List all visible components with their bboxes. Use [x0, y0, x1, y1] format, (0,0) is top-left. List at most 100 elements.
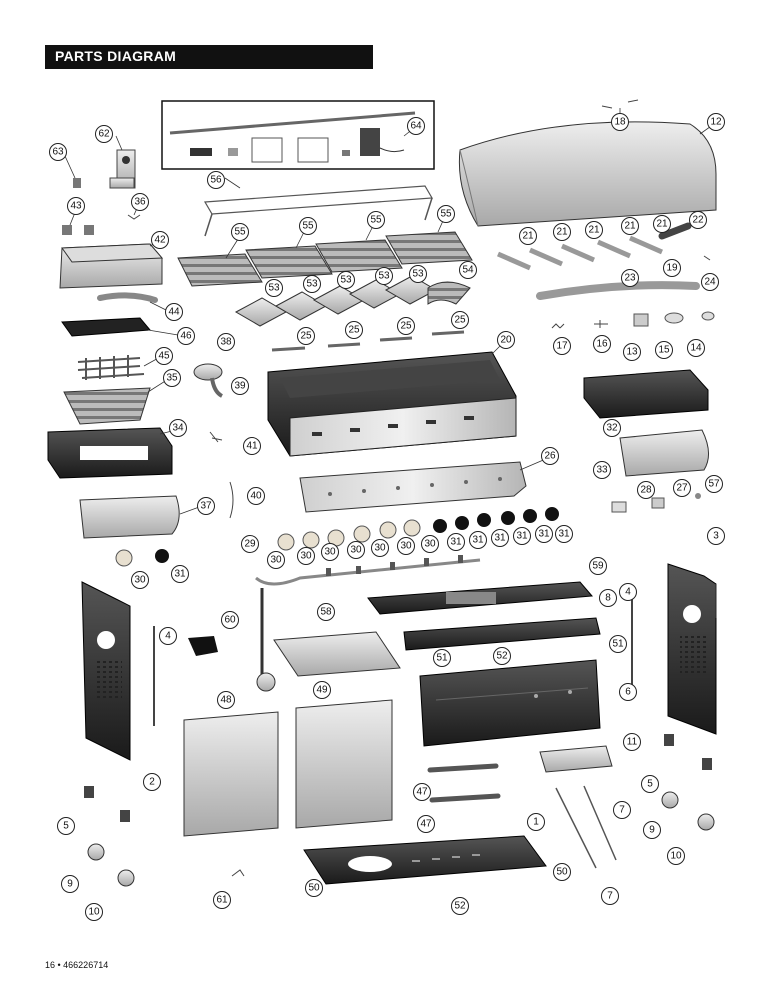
callout-number: 32 [606, 423, 618, 434]
callout-number: 31 [516, 531, 528, 542]
screw-57 [695, 493, 701, 499]
callout-30: 30 [371, 539, 389, 557]
callout-number: 23 [624, 273, 636, 284]
small-brackets [62, 149, 141, 235]
page-footer: 16 • 466226714 [45, 960, 109, 970]
callout-circle [621, 269, 639, 287]
callout-circle [619, 583, 637, 601]
callout-circle [305, 879, 323, 897]
callout-number: 21 [556, 227, 568, 238]
callout-circle [673, 479, 691, 497]
callout-35: 35 [163, 369, 181, 387]
callout-41: 41 [243, 437, 261, 455]
callout-number: 30 [324, 547, 336, 558]
side-shelf-frame [47, 427, 173, 479]
tank-holder [539, 745, 613, 773]
callout-55: 55 [437, 205, 455, 223]
callout-number: 28 [640, 485, 652, 496]
callout-number: 10 [670, 851, 682, 862]
callout-44: 44 [165, 303, 183, 321]
callout-circle [701, 273, 719, 291]
callout-14: 14 [687, 339, 705, 357]
cooking-grates [177, 231, 473, 287]
bracket-27 [651, 497, 665, 509]
callout-number: 55 [234, 227, 246, 238]
callout-circle [593, 335, 611, 353]
callout-circle [221, 611, 239, 629]
callout-number: 25 [454, 315, 466, 326]
side-burner-grate [77, 355, 145, 380]
firebox [267, 351, 517, 457]
callout-number: 35 [166, 373, 178, 384]
callout-circle [555, 525, 573, 543]
callout-circle [169, 419, 187, 437]
callout-number: 20 [500, 335, 512, 346]
callout-30: 30 [267, 551, 285, 569]
callout-circle [599, 589, 617, 607]
callout-48: 48 [217, 691, 235, 709]
callout-circle [491, 529, 509, 547]
callout-49: 49 [313, 681, 331, 699]
callout-circle [603, 419, 621, 437]
callout-21: 21 [585, 221, 603, 239]
callout-circle [589, 557, 607, 575]
callout-30: 30 [421, 535, 439, 553]
callout-circle [303, 275, 321, 293]
callout-number: 25 [300, 331, 312, 342]
callout-10: 10 [85, 903, 103, 921]
callout-circle [57, 817, 75, 835]
callout-51: 51 [433, 649, 451, 667]
callout-31: 31 [469, 531, 487, 549]
callout-circle [197, 497, 215, 515]
callout-number: 53 [340, 275, 352, 286]
bottom-shelf [303, 835, 547, 885]
callout-number: 33 [596, 465, 608, 476]
callout-32: 32 [603, 419, 621, 437]
callout-circle [593, 461, 611, 479]
callout-46: 46 [177, 327, 195, 345]
callout-circle [85, 903, 103, 921]
side-front-panel [79, 495, 180, 539]
callout-9: 9 [61, 875, 79, 893]
callout-7: 7 [613, 801, 631, 819]
callout-circle [535, 525, 553, 543]
callout-circle [663, 259, 681, 277]
callout-circle [159, 627, 177, 645]
callout-63: 63 [49, 143, 67, 161]
callout-number: 7 [619, 805, 625, 816]
callout-number: 55 [440, 209, 452, 220]
callout-number: 53 [268, 283, 280, 294]
callout-number: 30 [424, 539, 436, 550]
callout-circle [313, 681, 331, 699]
callout-28: 28 [637, 481, 655, 499]
callout-circle [553, 863, 571, 881]
callout-circle [643, 821, 661, 839]
callout-circle [265, 279, 283, 297]
callout-number: 30 [270, 555, 282, 566]
callout-number: 59 [592, 561, 604, 572]
callout-circle [407, 117, 425, 135]
callout-circle [61, 875, 79, 893]
callout-31: 31 [447, 533, 465, 551]
callout-number: 22 [692, 215, 704, 226]
callout-number: 29 [244, 539, 256, 550]
callout-number: 3 [713, 531, 719, 542]
callout-circle [687, 339, 705, 357]
callout-24: 24 [701, 273, 719, 291]
page-header: PARTS DIAGRAM [45, 45, 373, 69]
bottom-tray [367, 581, 594, 615]
callout-number: 56 [210, 175, 222, 186]
callout-circle [613, 801, 631, 819]
callout-number: 58 [320, 607, 332, 618]
callout-number: 40 [250, 491, 262, 502]
callout-53: 53 [265, 279, 283, 297]
callout-number: 51 [612, 639, 624, 650]
callout-19: 19 [663, 259, 681, 277]
callout-number: 52 [454, 901, 466, 912]
callout-number: 63 [52, 147, 64, 158]
callout-7: 7 [601, 887, 619, 905]
callout-number: 34 [172, 423, 184, 434]
callout-circle [171, 565, 189, 583]
